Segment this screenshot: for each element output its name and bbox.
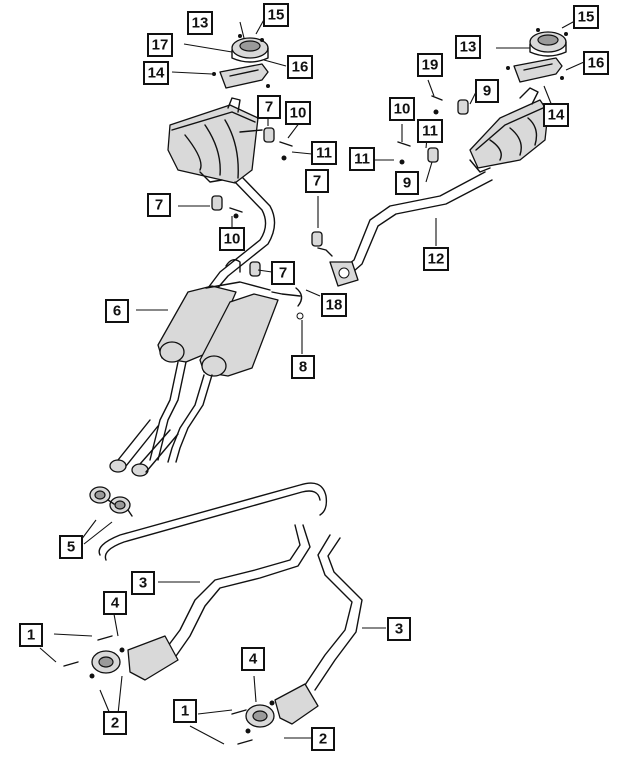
svg-text:12: 12	[428, 251, 445, 268]
resonator-outlet-pipes	[109, 361, 213, 477]
callout-18: 18	[321, 293, 347, 317]
svg-text:7: 7	[265, 99, 273, 116]
svg-text:11: 11	[422, 123, 438, 140]
callout-3-left: 3	[131, 571, 155, 595]
crossover-pipe	[98, 482, 328, 561]
right-muffler	[469, 87, 549, 173]
callout-14-right: 14	[543, 103, 569, 127]
callout-9-upper: 9	[475, 79, 499, 103]
left-muffler-inlet-pipe	[207, 177, 276, 291]
callout-7-middle: 7	[305, 169, 329, 193]
callout-10-lower-left: 10	[219, 227, 245, 251]
callout-15-right: 15	[573, 5, 599, 29]
svg-text:9: 9	[403, 175, 411, 192]
svg-text:14: 14	[148, 65, 165, 82]
callout-16-left: 16	[287, 55, 313, 79]
svg-text:3: 3	[139, 575, 147, 592]
callout-4-left: 4	[103, 591, 127, 615]
right-downpipe-with-catalytic-converter	[245, 534, 363, 734]
svg-text:11: 11	[316, 145, 332, 162]
svg-text:10: 10	[290, 105, 307, 122]
svg-text:10: 10	[394, 101, 411, 118]
callout-5: 5	[59, 535, 83, 559]
callout-1-top: 1	[19, 623, 43, 647]
svg-text:1: 1	[27, 627, 35, 644]
callout-3-right: 3	[387, 617, 411, 641]
left-exhaust-tip-assembly	[212, 34, 270, 89]
callout-12: 12	[423, 247, 449, 271]
svg-text:4: 4	[111, 595, 120, 612]
svg-text:16: 16	[588, 55, 605, 72]
svg-text:4: 4	[249, 651, 258, 668]
svg-text:6: 6	[113, 303, 121, 320]
callout-2-left: 2	[103, 711, 127, 735]
left-muffler	[167, 97, 263, 184]
svg-text:2: 2	[319, 731, 327, 748]
twin-resonator	[157, 281, 304, 377]
right-intermediate-pipe	[329, 171, 493, 287]
callout-7-left: 7	[147, 193, 171, 217]
callout-13-right: 13	[455, 35, 481, 59]
callout-10-right: 10	[389, 97, 415, 121]
callout-19: 19	[417, 53, 443, 77]
right-exhaust-tip-assembly	[506, 28, 568, 83]
callout-14-left: 14	[143, 61, 169, 85]
callout-7-lower: 7	[271, 261, 295, 285]
svg-text:13: 13	[460, 39, 477, 56]
pipe-clamps	[89, 486, 133, 517]
svg-text:9: 9	[483, 83, 491, 100]
hanger-rods	[225, 247, 333, 273]
callout-4-right: 4	[241, 647, 265, 671]
svg-text:19: 19	[422, 57, 439, 74]
callout-9-lower: 9	[395, 171, 419, 195]
callout-16-right: 16	[583, 51, 609, 75]
callout-10-upper-left: 10	[285, 101, 311, 125]
callout-17: 17	[147, 33, 173, 57]
svg-text:3: 3	[395, 621, 403, 638]
svg-text:15: 15	[578, 9, 595, 26]
svg-text:5: 5	[67, 539, 75, 556]
svg-text:15: 15	[268, 7, 285, 24]
callout-11-right-upper: 11	[417, 119, 443, 143]
svg-text:2: 2	[111, 715, 119, 732]
svg-text:1: 1	[181, 703, 189, 720]
svg-text:10: 10	[224, 231, 241, 248]
hanger-isolators	[211, 95, 469, 277]
svg-text:7: 7	[155, 197, 163, 214]
callout-11-left: 11	[311, 141, 337, 165]
callout-1-bottom: 1	[173, 699, 197, 723]
callout-11-right-lower: 11	[349, 147, 375, 171]
callout-13-left: 13	[187, 11, 213, 35]
svg-text:14: 14	[548, 107, 565, 124]
svg-text:16: 16	[292, 59, 309, 76]
svg-text:11: 11	[354, 151, 370, 168]
svg-text:13: 13	[192, 15, 209, 32]
callout-6: 6	[105, 299, 129, 323]
callout-7-upper: 7	[257, 95, 281, 119]
svg-text:18: 18	[326, 297, 343, 314]
svg-text:7: 7	[313, 173, 321, 190]
studs	[63, 635, 253, 745]
callout-2-right: 2	[311, 727, 335, 751]
callout-8: 8	[291, 355, 315, 379]
leader-lines	[39, 15, 585, 745]
svg-text:17: 17	[152, 37, 169, 54]
callout-15-left: 15	[263, 3, 289, 27]
svg-text:7: 7	[279, 265, 287, 282]
left-downpipe-with-catalytic-converter	[89, 524, 311, 681]
svg-text:8: 8	[299, 359, 307, 376]
